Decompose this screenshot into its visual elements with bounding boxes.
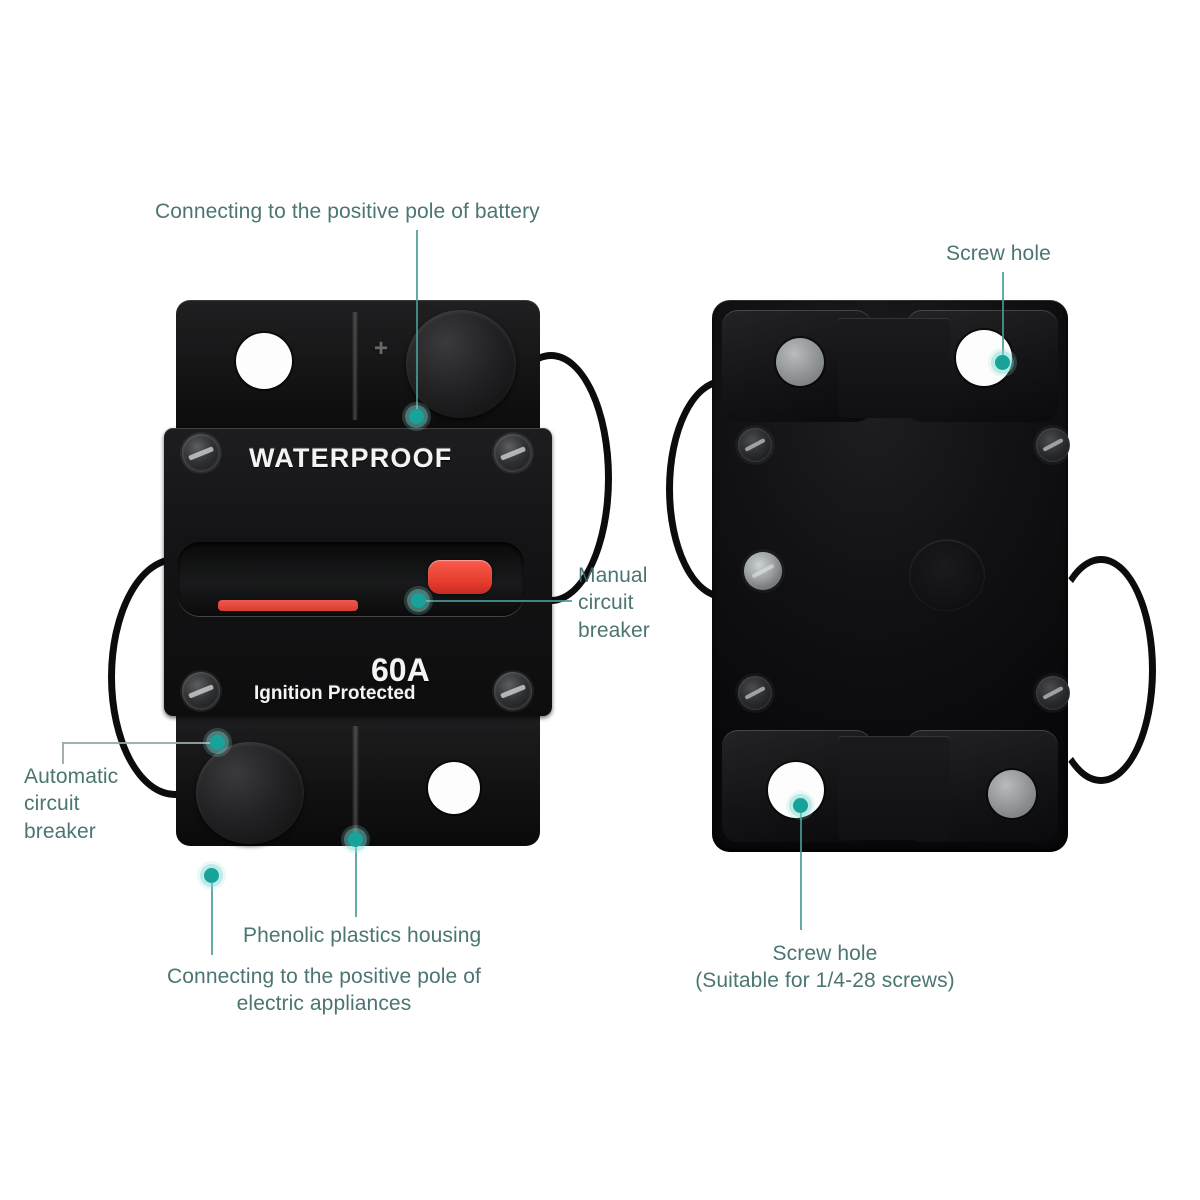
- wire-loop-right-back: [1046, 556, 1156, 784]
- polarity-plus-icon: +: [374, 335, 389, 362]
- back-screw-lower-left: [738, 676, 772, 710]
- leader-screw-hole-bottom: [800, 812, 802, 930]
- housing-ridge-bottom: [352, 726, 359, 838]
- face-screw-bottom-left: [182, 672, 220, 710]
- dot-positive-pole-appliances: [204, 868, 219, 883]
- ignition-protected-marking: Ignition Protected: [254, 683, 416, 704]
- trip-lever-bar: [218, 600, 358, 611]
- back-screw-lower-right: [1036, 676, 1070, 710]
- dot-screw-hole-top: [995, 355, 1010, 370]
- callout-positive-pole-battery: Connecting to the positive pole of batte…: [155, 200, 540, 223]
- back-screw-upper-right: [1036, 428, 1070, 462]
- leader-positive-pole-appliances: [211, 883, 213, 955]
- callout-positive-pole-appliances: Connecting to the positive pole of elect…: [167, 965, 481, 1016]
- face-screw-bottom-right: [494, 672, 532, 710]
- callout-screw-hole-top: Screw hole: [946, 242, 1051, 265]
- housing-ridge-top: [352, 312, 358, 420]
- back-screw-middle-left: [744, 552, 782, 590]
- callout-phenolic-plastics-housing: Phenolic plastics housing: [243, 924, 482, 947]
- back-screw-upper-left: [738, 428, 772, 462]
- leader-automatic-circuit-breaker-v: [62, 742, 64, 764]
- leader-screw-hole-top: [1002, 272, 1004, 362]
- dot-automatic-circuit-breaker: [210, 735, 225, 750]
- amperage-marking: 60A: [371, 652, 430, 688]
- screw-hole-back-top-left: [776, 338, 824, 386]
- terminal-boot-bottom: [196, 742, 304, 844]
- waterproof-marking: WATERPROOF: [249, 443, 453, 473]
- face-screw-top-left: [182, 434, 220, 472]
- screw-hole-front-top: [236, 333, 292, 389]
- screw-hole-front-bottom: [428, 762, 480, 814]
- leader-automatic-circuit-breaker-h: [62, 742, 218, 744]
- manual-reset-button[interactable]: [428, 560, 492, 594]
- dot-manual-circuit-breaker: [411, 593, 426, 608]
- dot-phenolic-plastics-housing: [348, 832, 363, 847]
- leader-positive-pole-battery: [416, 230, 418, 416]
- face-screw-top-right: [494, 434, 532, 472]
- leader-manual-circuit-breaker: [424, 600, 572, 602]
- dot-screw-hole-bottom: [793, 798, 808, 813]
- back-rib-top: [838, 318, 950, 418]
- terminal-boot-top: [406, 310, 516, 418]
- back-center-boss: [910, 540, 984, 610]
- callout-automatic-circuit-breaker: Automatic circuit breaker: [24, 765, 119, 843]
- leader-phenolic-plastics-housing: [355, 845, 357, 917]
- back-rib-bottom: [838, 736, 950, 840]
- callout-manual-circuit-breaker: Manual circuit breaker: [578, 564, 650, 642]
- dot-positive-pole-battery: [409, 409, 424, 424]
- screw-hole-back-bottom-right: [988, 770, 1036, 818]
- callout-screw-hole-bottom: Screw hole (Suitable for 1/4-28 screws): [695, 942, 955, 993]
